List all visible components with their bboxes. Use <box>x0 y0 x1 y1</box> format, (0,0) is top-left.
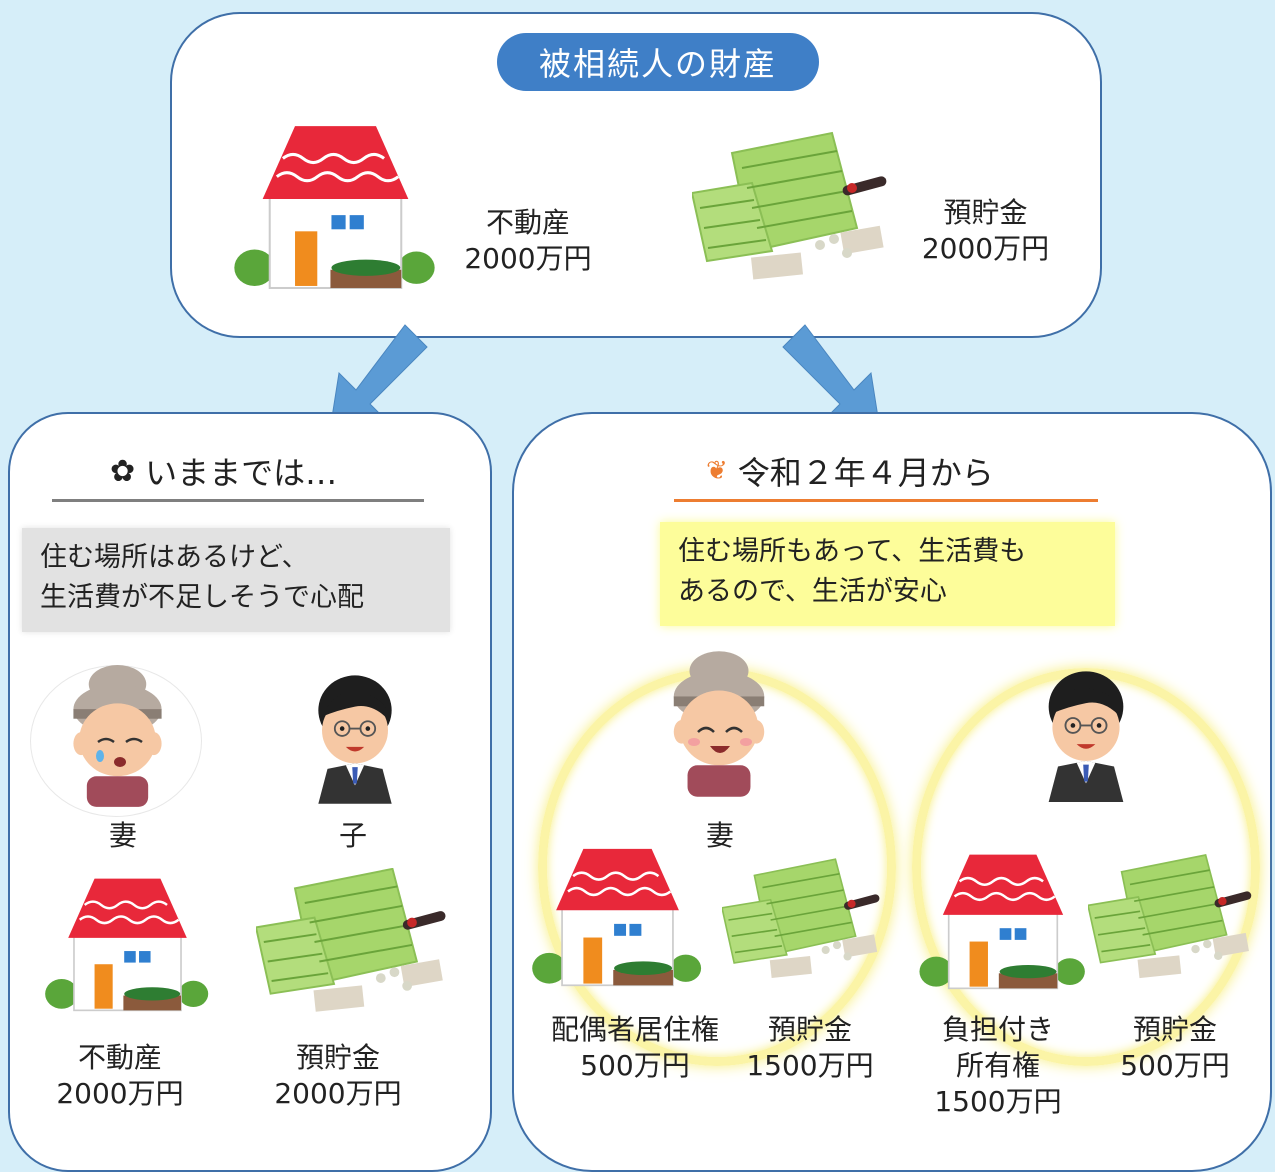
happy-wife-icon <box>660 648 778 798</box>
estate-savings-name: 預貯金 <box>943 196 1028 229</box>
after-bubble-line2: あるので、生活が安心 <box>678 576 947 607</box>
wife-savings-name: 預貯金 <box>767 1013 852 1046</box>
after-bubble-line1: 住む場所もあって、生活費も <box>678 536 1027 567</box>
house-icon <box>40 872 215 1012</box>
bankbook-icon <box>256 868 451 1016</box>
before-bubble-line1: 住む場所はあるけど、 <box>40 542 309 573</box>
burdened-ownership-label: 負担付き 所有権 1500万円 <box>918 1012 1078 1120</box>
after-heading: ❦ 令和２年４月から <box>706 448 994 494</box>
estate-real-estate-name: 不動産 <box>485 206 570 239</box>
before-real-estate-label: 不動産 2000万円 <box>40 1040 200 1112</box>
estate-savings-amount: 2000万円 <box>921 232 1050 265</box>
child-savings-name: 預貯金 <box>1132 1013 1217 1046</box>
house-icon <box>918 848 1088 990</box>
estate-savings-label: 預貯金 2000万円 <box>903 195 1068 267</box>
bankbook-icon <box>1088 852 1256 984</box>
before-heading-underline <box>52 499 424 502</box>
burdened-ownership-name1: 負担付き <box>941 1013 1054 1046</box>
flower-icon: ✿ <box>110 453 136 489</box>
before-savings-amount: 2000万円 <box>274 1077 402 1110</box>
wife-residence-right-label: 配偶者居住権 500万円 <box>540 1012 730 1084</box>
wife-savings-label: 預貯金 1500万円 <box>730 1012 890 1084</box>
after-wife-label: 妻 <box>705 819 734 852</box>
house-icon <box>530 842 705 987</box>
estate-real-estate-amount: 2000万円 <box>464 242 592 275</box>
wife-residence-right-amount: 500万円 <box>580 1049 690 1082</box>
before-savings-label: 預貯金 2000万円 <box>258 1040 418 1112</box>
wife-savings-amount: 1500万円 <box>746 1049 874 1082</box>
child-savings-amount: 500万円 <box>1120 1049 1230 1082</box>
after-heading-text: 令和２年４月から <box>737 454 994 492</box>
before-heading: ✿ いままでは… <box>110 448 337 494</box>
tulip-icon: ❦ <box>706 456 728 486</box>
house-icon <box>228 118 443 290</box>
after-bubble: 住む場所もあって、生活費も あるので、生活が安心 <box>660 522 1115 626</box>
before-heading-text: いままでは… <box>145 454 338 492</box>
wife-residence-right-name: 配偶者居住権 <box>550 1013 719 1046</box>
before-bubble-line2: 生活費が不足しそうで心配 <box>40 582 364 613</box>
before-bubble: 住む場所はあるけど、 生活費が不足しそうで心配 <box>22 528 450 632</box>
estate-real-estate-label: 不動産 2000万円 <box>448 205 608 277</box>
burdened-ownership-name2: 所有権 <box>955 1049 1040 1082</box>
child-icon <box>300 665 410 805</box>
before-child-label: 子 <box>338 819 367 852</box>
bankbook-icon <box>722 856 884 984</box>
before-real-estate-name: 不動産 <box>77 1041 162 1074</box>
child-savings-label: 預貯金 500万円 <box>1095 1012 1255 1084</box>
before-real-estate-amount: 2000万円 <box>56 1077 184 1110</box>
estate-title: 被相続人の財産 <box>497 33 819 91</box>
after-heading-underline <box>674 499 1098 502</box>
child-icon <box>1030 662 1142 802</box>
burdened-ownership-amount: 1500万円 <box>934 1085 1062 1118</box>
before-savings-name: 預貯金 <box>295 1041 380 1074</box>
before-wife-label: 妻 <box>108 819 137 852</box>
worried-wife-icon <box>60 660 175 810</box>
bankbook-icon <box>692 128 892 288</box>
